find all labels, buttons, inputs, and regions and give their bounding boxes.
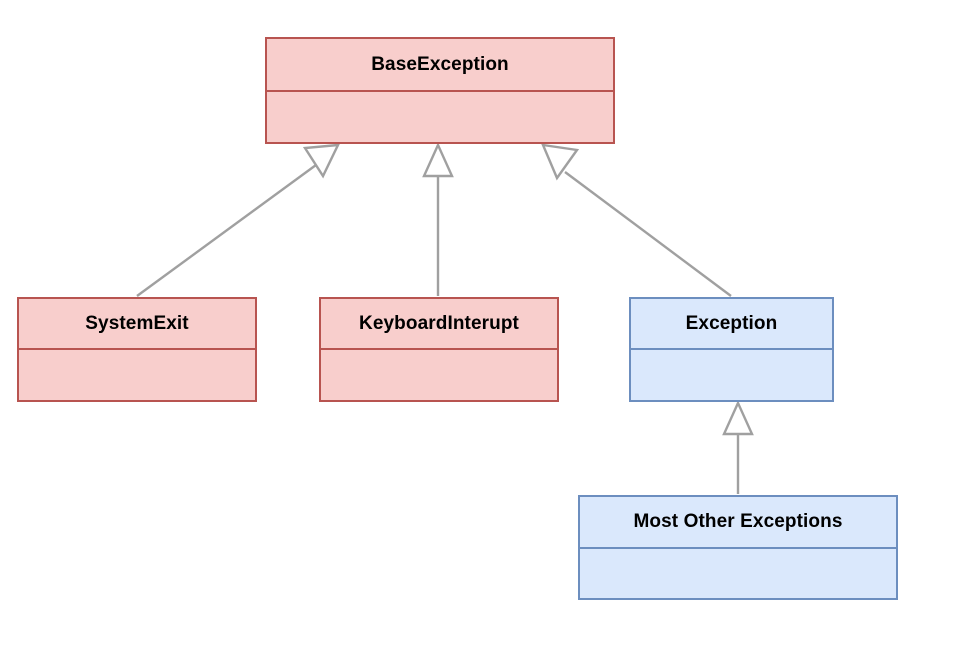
generalization-systemexit-to-baseexception [136, 143, 341, 297]
uml-class-name-baseexception: BaseException [267, 39, 613, 92]
uml-class-name-exception: Exception [631, 299, 832, 350]
uml-class-most-other-exceptions[interactable]: Most Other Exceptions [578, 495, 898, 600]
uml-class-systemexit[interactable]: SystemExit [17, 297, 257, 402]
uml-class-baseexception[interactable]: BaseException [265, 37, 615, 144]
generalization-keyboardinterupt-to-baseexception [422, 142, 454, 296]
uml-class-keyboardinterupt[interactable]: KeyboardInterupt [319, 297, 559, 402]
uml-class-name-most-other-exceptions: Most Other Exceptions [580, 497, 896, 549]
uml-class-attributes-baseexception [267, 92, 613, 142]
uml-class-attributes-keyboardinterupt [321, 350, 557, 400]
uml-class-name-systemexit: SystemExit [19, 299, 255, 350]
uml-class-attributes-exception [631, 350, 832, 400]
generalization-exception-to-baseexception [541, 143, 732, 297]
uml-class-name-keyboardinterupt: KeyboardInterupt [321, 299, 557, 350]
uml-class-attributes-most-other-exceptions [580, 549, 896, 598]
uml-class-attributes-systemexit [19, 350, 255, 400]
uml-class-exception[interactable]: Exception [629, 297, 834, 402]
generalization-most-other-to-exception [722, 400, 754, 494]
